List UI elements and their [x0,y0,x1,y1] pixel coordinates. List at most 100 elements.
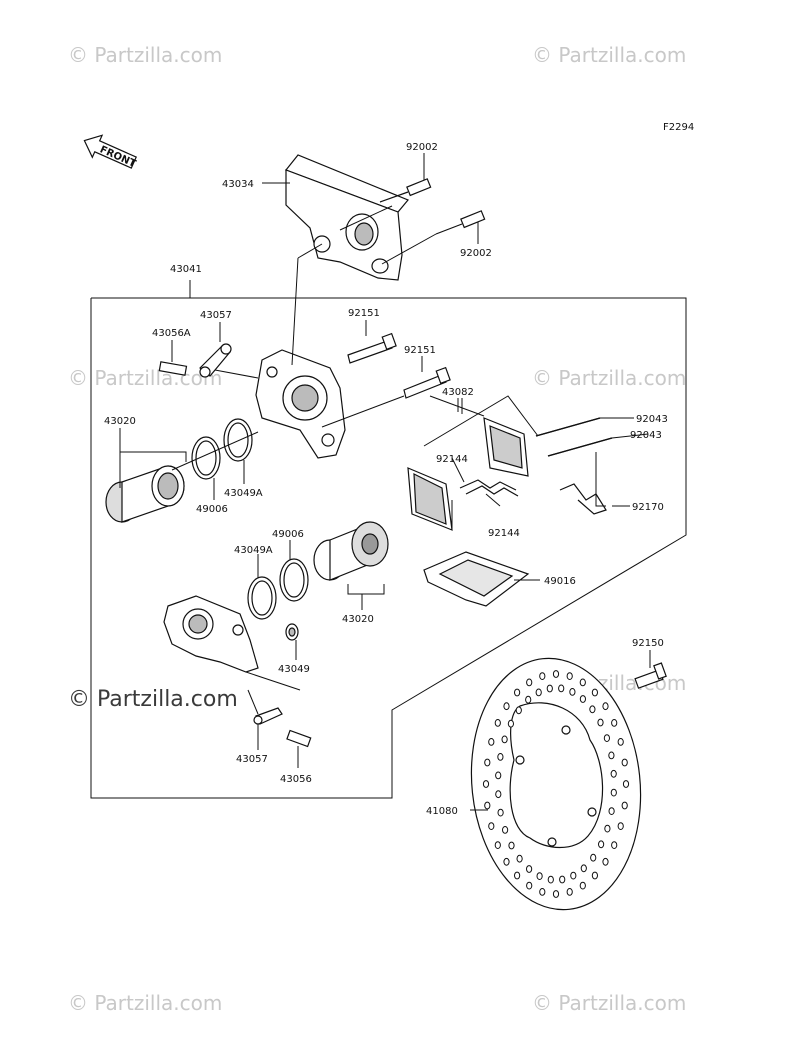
seal-49006-lower [279,558,309,602]
disc-hole [484,801,491,810]
disc-hole [611,841,618,849]
pin-bolt-92151-lower [403,366,451,399]
pin-clip-92170 [559,483,607,515]
disc-hole [494,841,501,849]
watermark: © Partzilla.com [532,991,686,1015]
label-43020: 43020 [104,416,136,427]
caliper-body-upper [255,349,346,459]
watermark: © Partzilla.com [68,366,222,390]
bolt-92002-lower [435,210,486,235]
label-92144: 92144 [436,454,468,465]
disc-hole [566,672,573,680]
disc-hole [579,881,586,890]
label-49006: 49006 [196,504,228,515]
disc-hole [617,822,624,830]
piston-43020-lower [313,521,389,581]
disc-hole [495,790,502,799]
disc-hole [539,672,546,680]
disc-hole [569,688,576,696]
disc-hole [610,769,617,778]
label-43057: 43057 [236,754,268,765]
pad-pin-92043-lower [547,437,613,457]
bleeder-cap-43057-upper [199,343,232,378]
disc-hole [597,718,604,727]
disc-hole [579,678,586,687]
bleeder-valve-43056A [158,361,188,376]
label-92043: 92043 [630,430,662,441]
disc-hole [611,719,618,727]
disc-hole [621,801,628,810]
label-92151: 92151 [404,345,436,356]
pad-pin-92043-upper [535,417,601,437]
disc-hole [482,780,490,788]
disc-hole [497,808,504,817]
label-92043: 92043 [636,414,668,425]
disc-hole [579,695,587,703]
watermark-main: © Partzilla.com [68,687,238,712]
disc-vent-holes [482,670,630,898]
disc-hole [514,688,521,697]
bleeder-cap-43057-lower [253,707,283,725]
leader-lines [119,153,651,811]
disc-hole [602,857,609,866]
label-92151: 92151 [348,308,380,319]
label-92144: 92144 [488,528,520,539]
disc-hole [603,734,611,742]
disc-hole [570,871,577,880]
disc-hole [526,678,533,687]
disc-hole [539,888,546,896]
disc-hole [602,702,609,711]
label-43049A: 43049A [224,488,263,499]
caliper-bracket [285,154,409,281]
disc-hole [622,780,630,788]
label-92002: 92002 [406,142,438,153]
disc-hole [598,840,605,849]
disc-hole [590,853,597,862]
bolt-92002-upper [379,178,432,203]
disc-hole [507,719,514,728]
brake-pad-43082-front [407,467,453,531]
label-43057: 43057 [200,310,232,321]
watermark: © Partzilla.com [68,991,222,1015]
piston-43020-upper [105,465,185,523]
label-92150: 92150 [632,638,664,649]
washer-43049 [285,623,299,641]
disc-hole [546,684,553,693]
pad-spring-92144 [459,479,519,497]
label-43056: 43056 [280,774,312,785]
disc-hole [591,688,599,697]
pad-spring-49016 [423,551,530,607]
disc-hole [559,875,566,884]
disc-hole [566,888,573,896]
label-43041: 43041 [170,264,202,275]
disc-hole [526,865,533,873]
disc-hole [516,854,523,863]
disc-bolt-92150 [634,662,667,689]
disc-hole [508,841,515,850]
disc-hole [525,695,532,704]
bleeder-valve-43056 [286,729,312,748]
disc-hole [514,871,521,880]
disc-hole [495,771,502,780]
disc-hole [484,758,491,767]
seal-49006-upper [191,436,221,480]
label-43020: 43020 [342,614,374,625]
diagram-code: F2294 [663,122,694,133]
disc-hole [591,871,599,880]
disc-hole [580,864,587,873]
disc-hole [535,688,542,697]
label-43082: 43082 [442,387,474,398]
disc-hole [547,875,554,884]
brake-pad-43082-rear [483,417,529,477]
disc-hole [497,753,504,761]
disc-hole [503,702,510,711]
watermark: © Partzilla.com [532,366,686,390]
disc-hole [589,705,596,714]
label-43049: 43049 [278,664,310,675]
disc-hole [515,706,522,715]
disc-hole [503,857,510,866]
disc-hole [608,807,615,815]
label-49016: 49016 [544,576,576,587]
disc-hole [552,890,560,898]
